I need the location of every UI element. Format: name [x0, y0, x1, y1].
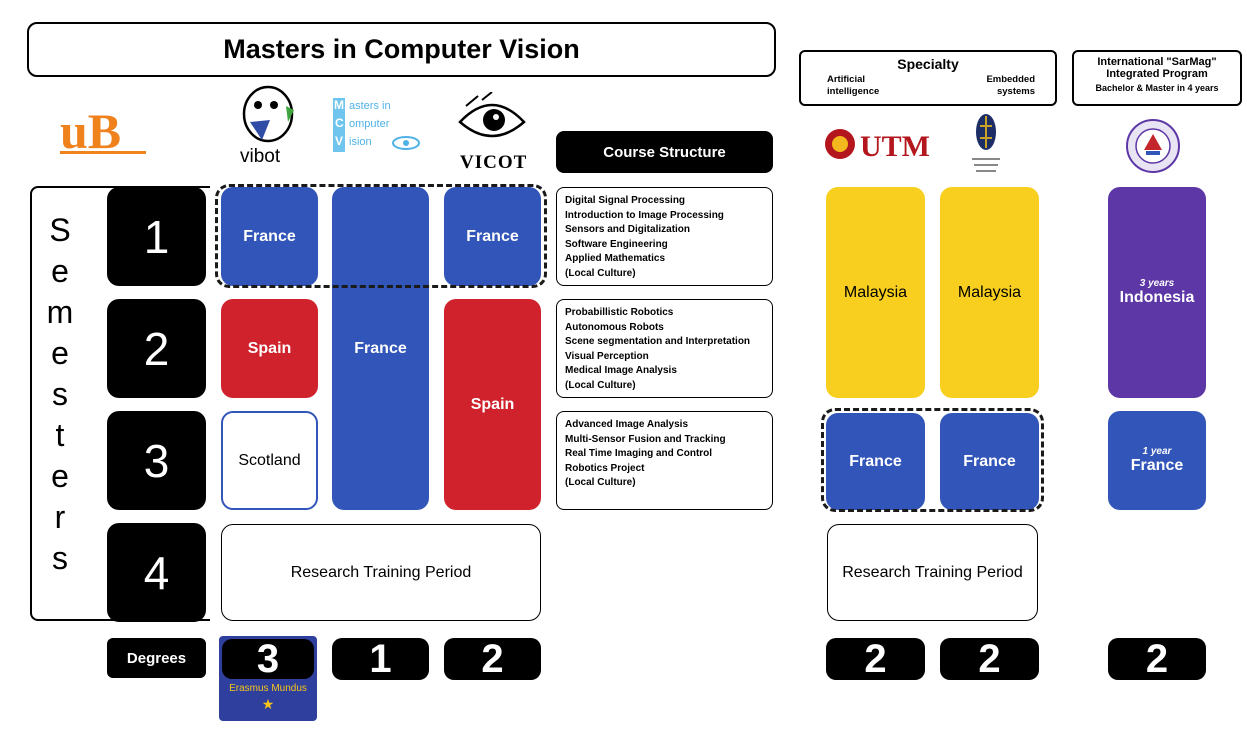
intl-degree-badge: 2 — [1108, 637, 1206, 681]
utm-logo-text: UTM — [860, 130, 930, 163]
semesters-letter: e — [51, 253, 69, 289]
course-list-s1: Digital Signal Processing Introduction t… — [556, 187, 773, 286]
utm-ai-s1-2-cell: Malaysia — [826, 187, 925, 398]
semesters-letter: e — [51, 335, 69, 371]
indonesia-university-logo — [1122, 116, 1184, 176]
specialty-ai: Artificial intelligence — [827, 74, 880, 97]
degrees-label: Degrees — [107, 638, 206, 678]
semesters-label: S e m e s t e r s — [44, 210, 76, 579]
mcv-word-2: omputer — [349, 118, 390, 130]
course-item: Visual Perception — [565, 350, 649, 362]
mcv-degree-badge: 1 — [332, 637, 429, 681]
course-item: Applied Mathematics — [565, 253, 666, 264]
course-list-s3: Advanced Image Analysis Multi-Sensor Fus… — [556, 411, 773, 510]
course-item: Multi-Sensor Fusion and Tracking — [565, 433, 726, 445]
embedded-university-logo — [966, 108, 1006, 178]
ai-degree-badge: 2 — [826, 637, 925, 681]
france-right-cell: 1 year France — [1108, 411, 1206, 510]
vicot-logo-text: VICOT — [460, 152, 528, 173]
indonesia-cell: 3 years Indonesia — [1108, 187, 1206, 398]
international-line3: Bachelor & Master in 4 years — [1095, 83, 1219, 93]
course-item: (Local Culture) — [565, 267, 636, 279]
semesters-letter: S — [49, 212, 71, 248]
main-title-box: Masters in Computer Vision — [27, 22, 776, 77]
vicot-logo: VICOT — [452, 91, 532, 174]
course-item: Digital Signal Processing — [565, 195, 686, 206]
indonesia-label: Indonesia — [1119, 289, 1195, 306]
mcv-eye-icon — [391, 136, 421, 155]
international-line1: International "SarMag" — [1097, 56, 1217, 68]
vicot-s2-3-cell: Spain — [444, 299, 541, 510]
course-item: Autonomous Robots — [565, 321, 664, 333]
vibot-logo: vibot — [238, 82, 302, 170]
course-item: Introduction to Image Processing — [565, 209, 724, 221]
semesters-letter: m — [46, 294, 74, 330]
course-list-s2: Probabillistic Robotics Autonomous Robot… — [556, 299, 773, 398]
vibot-s1-cell: France — [221, 187, 318, 286]
semesters-letter: r — [54, 499, 66, 535]
course-item: Probabillistic Robotics — [565, 307, 674, 318]
ai-s3-cell: France — [826, 413, 925, 510]
vibot-s3-cell: Scotland — [221, 411, 318, 510]
semester1-dashed-group — [215, 184, 547, 288]
semester-1-number: 1 — [107, 187, 206, 286]
vibot-degree-badge: 3 — [222, 636, 314, 681]
semesters-letter: s — [52, 540, 68, 576]
utm-logo: UTM — [822, 124, 932, 168]
france-right-label: France — [1130, 457, 1184, 474]
mcv-letter-m: M — [334, 98, 344, 112]
specialty-title: Specialty — [897, 56, 959, 72]
course-structure-label: Course Structure — [556, 131, 773, 173]
course-item: (Local Culture) — [565, 379, 636, 391]
semester-3-number: 3 — [107, 411, 206, 510]
international-header: International "SarMag" Integrated Progra… — [1072, 50, 1242, 106]
mcv-word-3: ision — [349, 136, 372, 148]
vibot-degree-count: 3 — [256, 636, 280, 681]
research-period-right-cell: Research Training Period — [827, 524, 1038, 621]
course-item: Real Time Imaging and Control — [565, 448, 713, 459]
erasmus-block: 3 Erasmus Mundus ★ — [219, 636, 317, 721]
semester-4-number: 4 — [107, 523, 206, 622]
course-item: Scene segmentation and Interpretation — [565, 336, 751, 347]
indonesia-years: 3 years — [1139, 278, 1175, 289]
course-item: Sensors and Digitalization — [565, 224, 691, 235]
erasmus-star-icon: ★ — [261, 696, 275, 712]
es-s3-cell: France — [940, 413, 1039, 510]
semesters-letter: t — [55, 417, 65, 453]
semester-2-number: 2 — [107, 299, 206, 398]
mcv-letter-v: V — [335, 134, 344, 148]
course-item: (Local Culture) — [565, 477, 636, 488]
ub-logo: uB — [58, 103, 150, 159]
specialty-header: Specialty Artificial intelligence Embedd… — [799, 50, 1057, 106]
course-item: Advanced Image Analysis — [565, 419, 689, 430]
erasmus-label: Erasmus Mundus — [229, 683, 307, 694]
vicot-s1-cell: France — [444, 187, 541, 286]
vibot-s2-cell: Spain — [221, 299, 318, 398]
ub-logo-text: uB — [60, 106, 121, 156]
es-s1-2-cell: Malaysia — [940, 187, 1039, 398]
course-item: Medical Image Analysis — [565, 365, 677, 376]
mcv-logo: M C V asters in omputer ision — [333, 98, 428, 158]
course-item: Software Engineering — [565, 238, 668, 250]
mcv-letter-c: C — [335, 116, 344, 130]
semesters-letter: e — [51, 458, 69, 494]
specialty-es: Embedded systems — [986, 74, 1035, 97]
mcv-s1-3-cell: France — [332, 187, 429, 510]
course-item: Robotics Project — [565, 462, 645, 474]
es-degree-badge: 2 — [940, 637, 1039, 681]
mcv-word-1: asters in — [349, 100, 391, 112]
specialty-s3-dashed-group — [821, 408, 1044, 512]
page-title: Masters in Computer Vision — [223, 34, 580, 64]
research-period-cell: Research Training Period — [221, 524, 541, 621]
course-structure-text: Course Structure — [603, 143, 726, 161]
semesters-letter: s — [52, 376, 68, 412]
vibot-logo-text: vibot — [240, 146, 281, 167]
vicot-degree-badge: 2 — [444, 637, 541, 681]
france-years: 1 year — [1142, 446, 1172, 457]
international-line2: Integrated Program — [1106, 68, 1208, 80]
